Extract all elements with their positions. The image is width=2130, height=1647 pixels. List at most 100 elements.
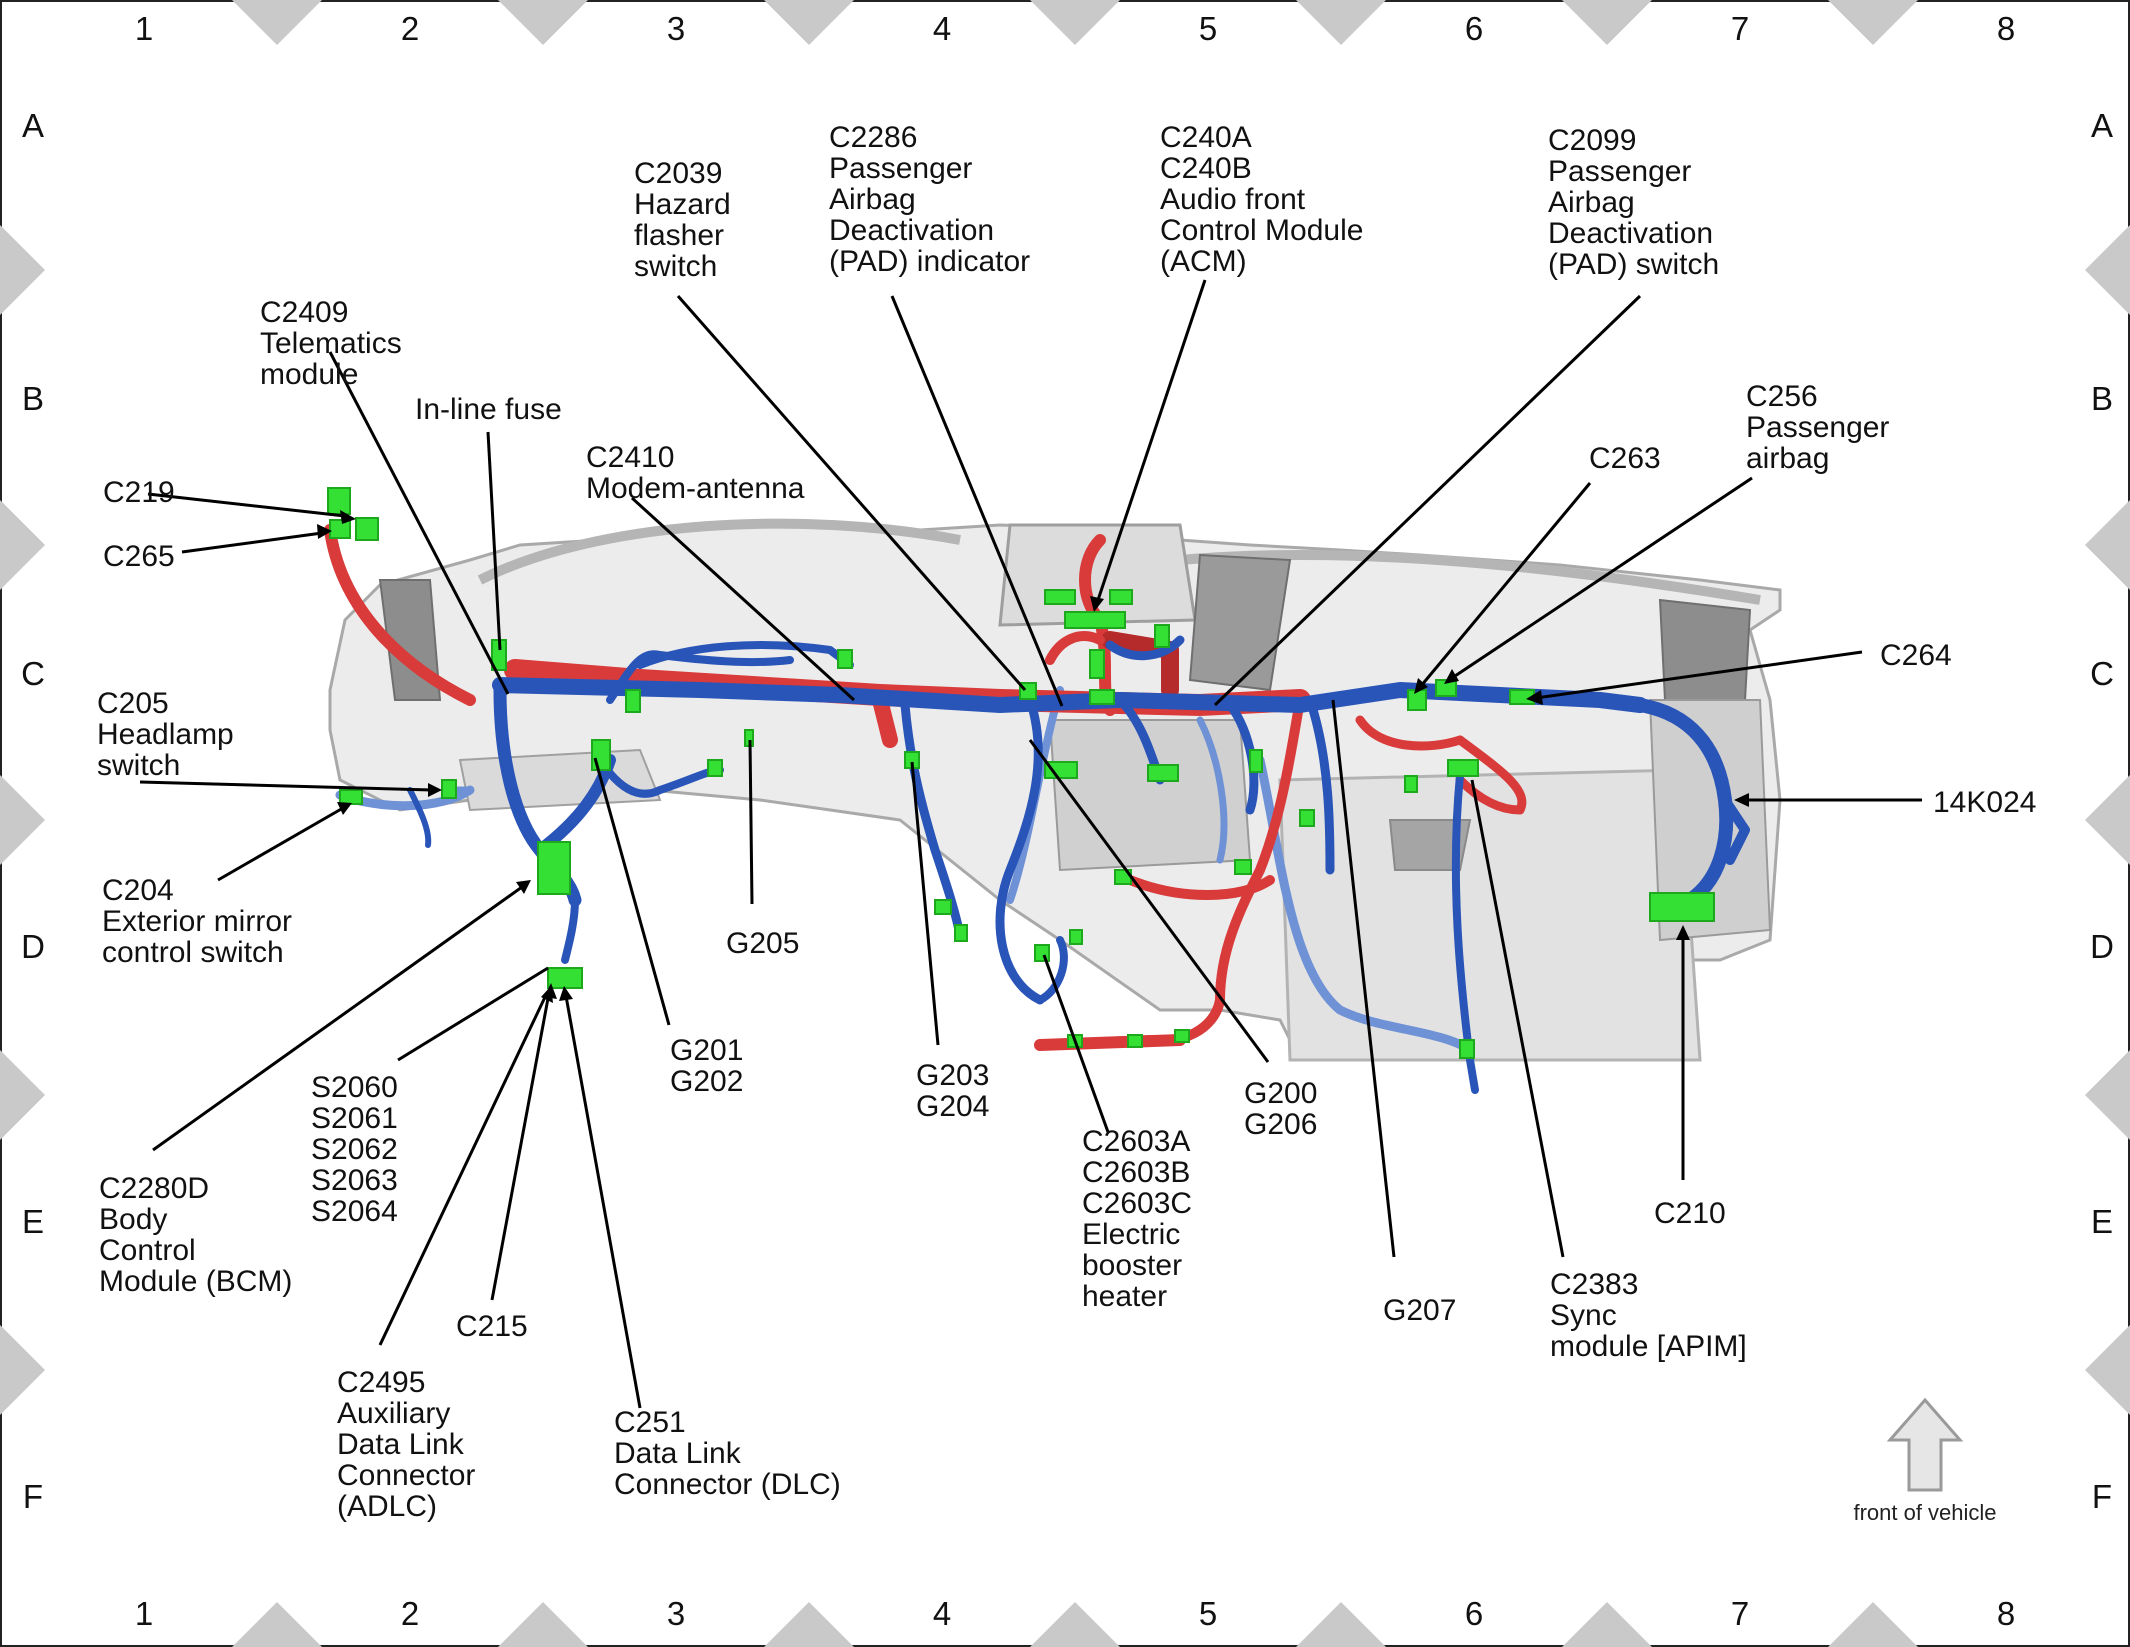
callout-line: airbag xyxy=(1746,442,1829,475)
callout-line: G202 xyxy=(670,1065,743,1098)
callout-c219: C219 xyxy=(103,476,175,509)
callout-line: heater xyxy=(1082,1280,1167,1313)
row-label: C xyxy=(21,655,45,692)
leader-c2383 xyxy=(1470,779,1565,1258)
callout-line: switch xyxy=(634,250,717,283)
callout-line: C240B xyxy=(1160,152,1252,185)
connector xyxy=(1459,1039,1475,1059)
callout-line: Control xyxy=(99,1234,196,1267)
connector-c204 xyxy=(339,789,363,805)
connector-c240 xyxy=(1064,611,1126,629)
connector-c256 xyxy=(1435,679,1457,697)
connector-g201 xyxy=(591,739,611,771)
grid-marker xyxy=(2085,500,2130,590)
column-label: 6 xyxy=(1465,1595,1483,1632)
callout-line: C2099 xyxy=(1548,124,1636,157)
grid-marker xyxy=(0,775,45,865)
column-label: 5 xyxy=(1199,10,1217,47)
callout-line: module [APIM] xyxy=(1550,1330,1747,1363)
grid-marker xyxy=(232,1602,322,1647)
column-label: 7 xyxy=(1731,10,1749,47)
callout-line: C240A xyxy=(1160,121,1252,154)
grid-marker xyxy=(2085,1325,2130,1415)
callout-line: C251 xyxy=(614,1406,686,1439)
callout-line: C2383 xyxy=(1550,1268,1638,1301)
row-label: A xyxy=(2091,107,2113,144)
grid-marker xyxy=(0,1050,45,1140)
callout-c263: C263 xyxy=(1589,442,1661,475)
right-vent xyxy=(1658,598,1752,701)
callout-line: C210 xyxy=(1654,1197,1726,1230)
connector xyxy=(1127,1034,1143,1048)
callout-line: In-line fuse xyxy=(415,393,562,426)
connector-c251 xyxy=(547,967,583,989)
callout-c264: C264 xyxy=(1880,639,1952,672)
harness-branch xyxy=(1455,735,1527,815)
leader-c2280d xyxy=(152,885,523,1152)
grid-marker xyxy=(1296,0,1386,45)
callout-line: C265 xyxy=(103,540,175,573)
arrowhead xyxy=(1414,678,1428,694)
leader-lines xyxy=(139,279,1922,1409)
callout-c265: C265 xyxy=(103,540,175,573)
column-labels-top: 1 2 3 4 5 6 7 8 xyxy=(135,10,2015,47)
connector-c210 xyxy=(1649,892,1715,922)
callout-line: C2286 xyxy=(829,121,917,154)
harness-branch xyxy=(1034,1034,1186,1051)
callout-14k024: 14K024 xyxy=(1933,786,2036,819)
leader-g201 xyxy=(593,757,671,1026)
harness-branch xyxy=(900,700,965,940)
callout-line: Deactivation xyxy=(1548,217,1713,250)
callout-line: C2603C xyxy=(1082,1187,1192,1220)
bottom-border-markers xyxy=(232,1602,1918,1647)
callout-line: G203 xyxy=(916,1059,989,1092)
callout-line: Body xyxy=(99,1203,167,1236)
callout-line: Audio front xyxy=(1160,183,1306,216)
leader-s2060 xyxy=(397,966,549,1062)
callout-line: C256 xyxy=(1746,380,1818,413)
callout-line: G205 xyxy=(726,927,799,960)
callout-line: Modem-antenna xyxy=(586,472,805,505)
callout-line: Data Link xyxy=(337,1428,465,1461)
connector-c2383 xyxy=(1447,759,1479,777)
grid-marker xyxy=(1296,1602,1386,1647)
callout-line: (ADLC) xyxy=(337,1490,437,1523)
arrowhead xyxy=(340,510,356,524)
leader-c256 xyxy=(1451,476,1753,680)
callout-line: Connector xyxy=(337,1459,475,1492)
harness-branch xyxy=(407,787,432,848)
callout-line: Connector (DLC) xyxy=(614,1468,841,1501)
arrowhead xyxy=(541,986,553,1003)
connector xyxy=(707,759,723,777)
connector-c265 xyxy=(329,519,351,539)
column-labels-bottom: 1 2 3 4 5 6 7 8 xyxy=(135,1595,2015,1632)
column-label: 5 xyxy=(1199,1595,1217,1632)
grid-marker xyxy=(2085,775,2130,865)
callout-line: Passenger xyxy=(1746,411,1889,444)
harness-branch xyxy=(872,692,898,748)
column-label: 8 xyxy=(1997,1595,2015,1632)
harness-branch xyxy=(1036,936,1068,1004)
row-label: E xyxy=(22,1203,44,1240)
grid-marker xyxy=(1030,1602,1120,1647)
grid-marker xyxy=(0,500,45,590)
callout-line: G206 xyxy=(1244,1108,1317,1141)
row-label: F xyxy=(2092,1478,2112,1515)
connector-c205 xyxy=(441,779,457,799)
arrowhead xyxy=(337,802,352,815)
connector-c2286 xyxy=(1089,689,1115,705)
callout-line: G207 xyxy=(1383,1294,1456,1327)
callout-line: C2410 xyxy=(586,441,674,474)
leader-c2409 xyxy=(328,351,510,695)
callout-line: G201 xyxy=(670,1034,743,1067)
callout-line: C2603B xyxy=(1082,1156,1190,1189)
connector xyxy=(1044,589,1076,605)
